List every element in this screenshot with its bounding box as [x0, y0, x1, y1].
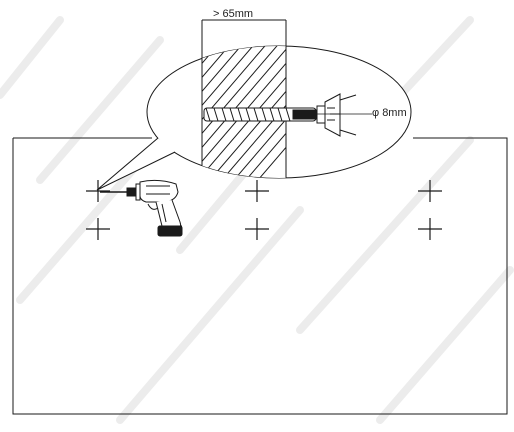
crosshair-mark-icon: [245, 180, 269, 240]
crosshair-mark-icon: [86, 180, 110, 240]
hole-diameter-label: φ 8mm: [372, 107, 407, 119]
power-drill-icon: [100, 179, 183, 237]
wall-panel: [12, 137, 508, 415]
drill-depth-label: > 65mm: [213, 8, 254, 20]
anchor-bolt-icon: [203, 93, 372, 137]
crosshair-mark-icon: [418, 180, 442, 240]
